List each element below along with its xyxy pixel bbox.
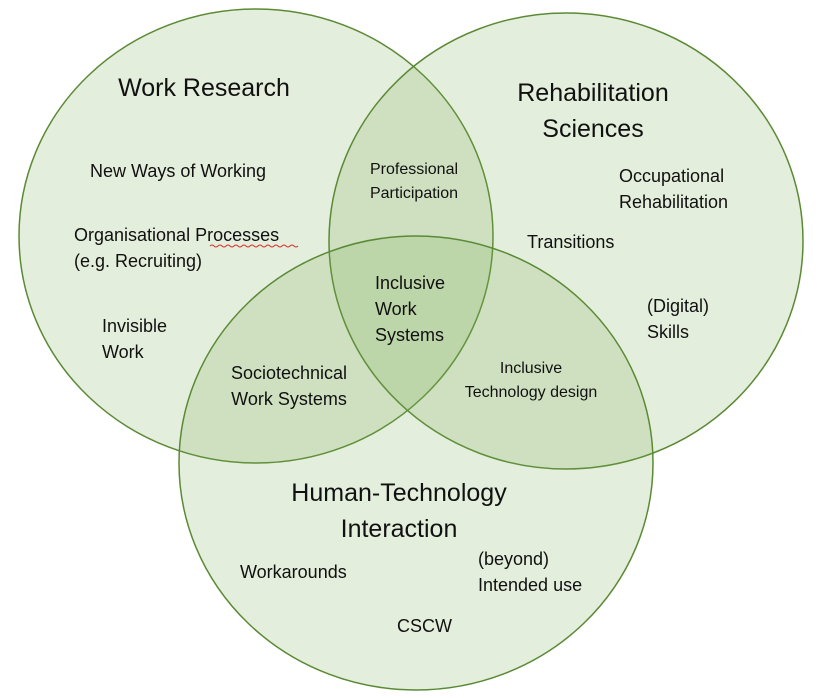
occupational-rehabilitation-line1: Occupational: [619, 166, 724, 186]
sociotechnical-work-systems-line2: Work Systems: [231, 389, 347, 409]
rehabilitation-title-line2: Sciences: [542, 115, 643, 143]
inclusive-work-systems-line2: Work: [375, 299, 418, 319]
rehabilitation-title-line1: Rehabilitation: [517, 79, 669, 107]
professional-participation-line1: Professional: [370, 161, 458, 178]
organisational-processes-label: Organisational Processes: [74, 225, 279, 245]
occupational-rehabilitation-line2: Rehabilitation: [619, 192, 728, 212]
human-technology-interaction-circle: [178, 235, 654, 691]
spellcheck-underline: [209, 244, 299, 248]
digital-skills-line1: (Digital): [647, 296, 709, 316]
rehabilitation-sciences-circle: [328, 12, 804, 470]
recruiting-example-label: (e.g. Recruiting): [74, 251, 202, 271]
cscw-label: CSCW: [397, 616, 452, 636]
hti-title-line1: Human-Technology: [291, 479, 507, 507]
beyond-intended-use-line1: (beyond): [478, 549, 549, 569]
beyond-intended-use-line2: Intended use: [478, 575, 582, 595]
hti-title-line2: Interaction: [341, 515, 458, 543]
new-ways-of-working-label: New Ways of Working: [90, 161, 266, 181]
sociotechnical-work-systems-line1: Sociotechnical: [231, 363, 347, 383]
inclusive-work-systems-line3: Systems: [375, 325, 444, 345]
digital-skills-line2: Skills: [647, 322, 689, 342]
invisible-work-label-line1: Invisible: [102, 316, 167, 336]
invisible-work-label-line2: Work: [102, 342, 145, 362]
inclusive-work-systems-line1: Inclusive: [375, 273, 445, 293]
work-research-circle: [18, 8, 494, 464]
work-research-title: Work Research: [118, 74, 290, 102]
professional-participation-line2: Participation: [370, 185, 458, 202]
workarounds-label: Workarounds: [240, 562, 347, 582]
inclusive-technology-design-line2: Technology design: [465, 384, 598, 401]
transitions-label: Transitions: [527, 232, 614, 252]
inclusive-technology-design-line1: Inclusive: [500, 360, 562, 377]
